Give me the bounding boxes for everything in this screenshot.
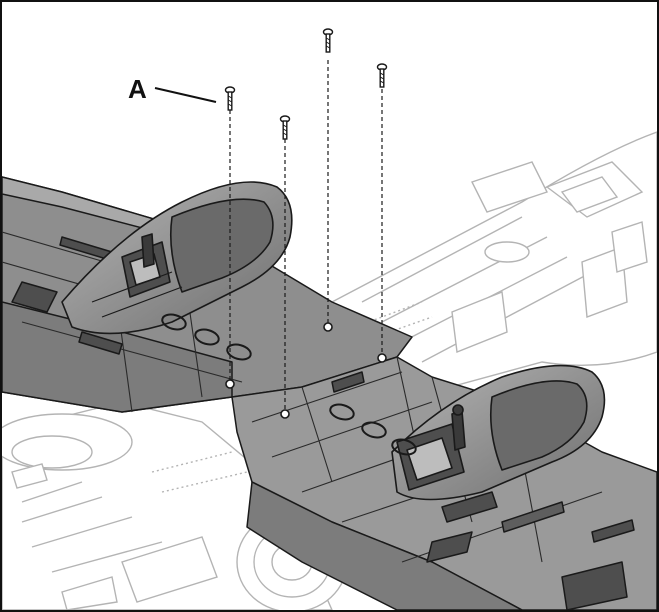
engine-nacelle-right [391,364,606,501]
fuselage-ghost [330,131,657,393]
screw-hole [377,353,387,363]
screw-hole [225,379,235,389]
callout-a: A [128,74,217,104]
callout-label: A [128,74,147,104]
screw-hole [280,409,290,419]
screw-icon [279,115,291,140]
right-flap [246,481,523,610]
screw-icon [224,86,236,111]
engine-nacelle-ghost [2,401,348,610]
screw-hole [323,322,333,332]
screws [224,28,388,140]
engine-nacelle-left [61,181,293,335]
callout-leader-line [154,87,217,103]
wing-openings [161,313,417,456]
dashed-guide-lines [229,60,383,410]
screw-icon [322,28,334,53]
screw-icon [376,63,388,88]
